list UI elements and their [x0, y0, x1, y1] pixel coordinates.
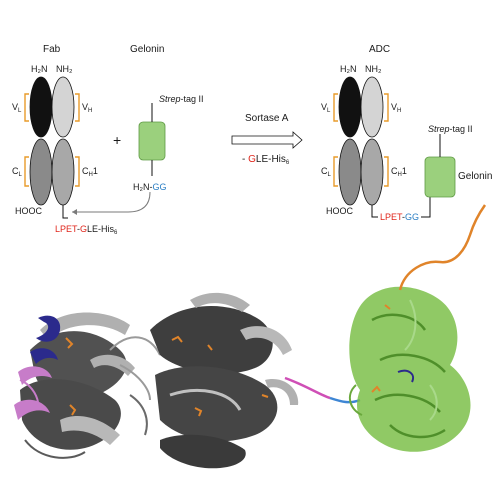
fab-right: [333, 76, 431, 218]
bracket-vh-adc: [384, 93, 389, 122]
bracket-ch1-adc: [384, 156, 389, 187]
ch1-label: CH1: [82, 166, 98, 178]
bracket-cl: [24, 156, 29, 187]
reaction-arrow: [231, 131, 303, 149]
linker-magenta: [284, 376, 331, 400]
vl-label-adc: VL: [321, 102, 331, 114]
cl-label-adc: CL: [321, 166, 331, 178]
plus-sign: +: [113, 132, 122, 148]
adc-linker-label: LPET-GG: [380, 212, 420, 222]
vh-label-adc: VH: [391, 102, 402, 114]
reaction-curve-head: [72, 209, 77, 215]
linker-blue: [329, 396, 361, 404]
bracket-vl: [24, 93, 29, 122]
nh2-heavy: NH₂: [56, 64, 73, 74]
sortase-label: Sortase A: [245, 113, 289, 124]
protein-structure: [14, 204, 487, 469]
vh-domain: [51, 76, 75, 138]
vh-label: VH: [82, 102, 93, 114]
vl-domain: [29, 76, 53, 138]
heavy-tail: [62, 205, 68, 219]
adc-tail-right: [421, 197, 431, 218]
vl-label: VL: [12, 102, 22, 114]
bracket-cl-adc: [333, 156, 338, 187]
gelonin-box-left: [138, 121, 166, 161]
hooc-label: HOOC: [15, 206, 42, 216]
bracket-vh: [75, 93, 80, 122]
cl-domain: [29, 138, 53, 206]
fab-ribbon-left: [14, 312, 161, 459]
vh-domain-adc: [360, 76, 384, 138]
strep-tag-tail: [398, 204, 487, 291]
h2n-light: H₂N: [31, 64, 48, 74]
cl-domain-adc: [338, 138, 362, 206]
bracket-vl-adc: [333, 93, 338, 122]
gelonin-title: Gelonin: [130, 44, 165, 55]
gelonin-box-adc: [424, 156, 456, 198]
fab-title: Fab: [43, 44, 61, 55]
byproduct-label: - GLE-His6: [242, 154, 290, 166]
ch1-domain-adc: [360, 138, 384, 206]
adc-title: ADC: [369, 44, 391, 55]
vl-domain-adc: [338, 76, 362, 138]
fab-ribbon-right: [119, 292, 299, 469]
gelonin-ribbon: [348, 286, 471, 452]
ch1-label-adc: CH1: [391, 166, 407, 178]
adc-gelonin-label: Gelonin: [458, 171, 493, 182]
cl-label: CL: [12, 166, 22, 178]
bracket-ch1: [75, 156, 80, 187]
disulfide-bonds: [65, 335, 269, 417]
h2n-gg-label: H₂N-GG: [133, 182, 167, 192]
h2n-light-adc: H₂N: [340, 64, 357, 74]
reaction-curve: [72, 191, 151, 213]
adc-tail-left: [371, 205, 378, 218]
strep-tag-left: Strep-tag II: [159, 94, 204, 104]
nh2-heavy-adc: NH₂: [365, 64, 382, 74]
lpet-tag-left: LPET-GLE-His6: [55, 224, 118, 236]
ch1-domain: [51, 138, 75, 206]
fab-left: [24, 76, 80, 219]
strep-tag-adc: Strep-tag II: [428, 124, 473, 134]
hooc-label-adc: HOOC: [326, 206, 353, 216]
